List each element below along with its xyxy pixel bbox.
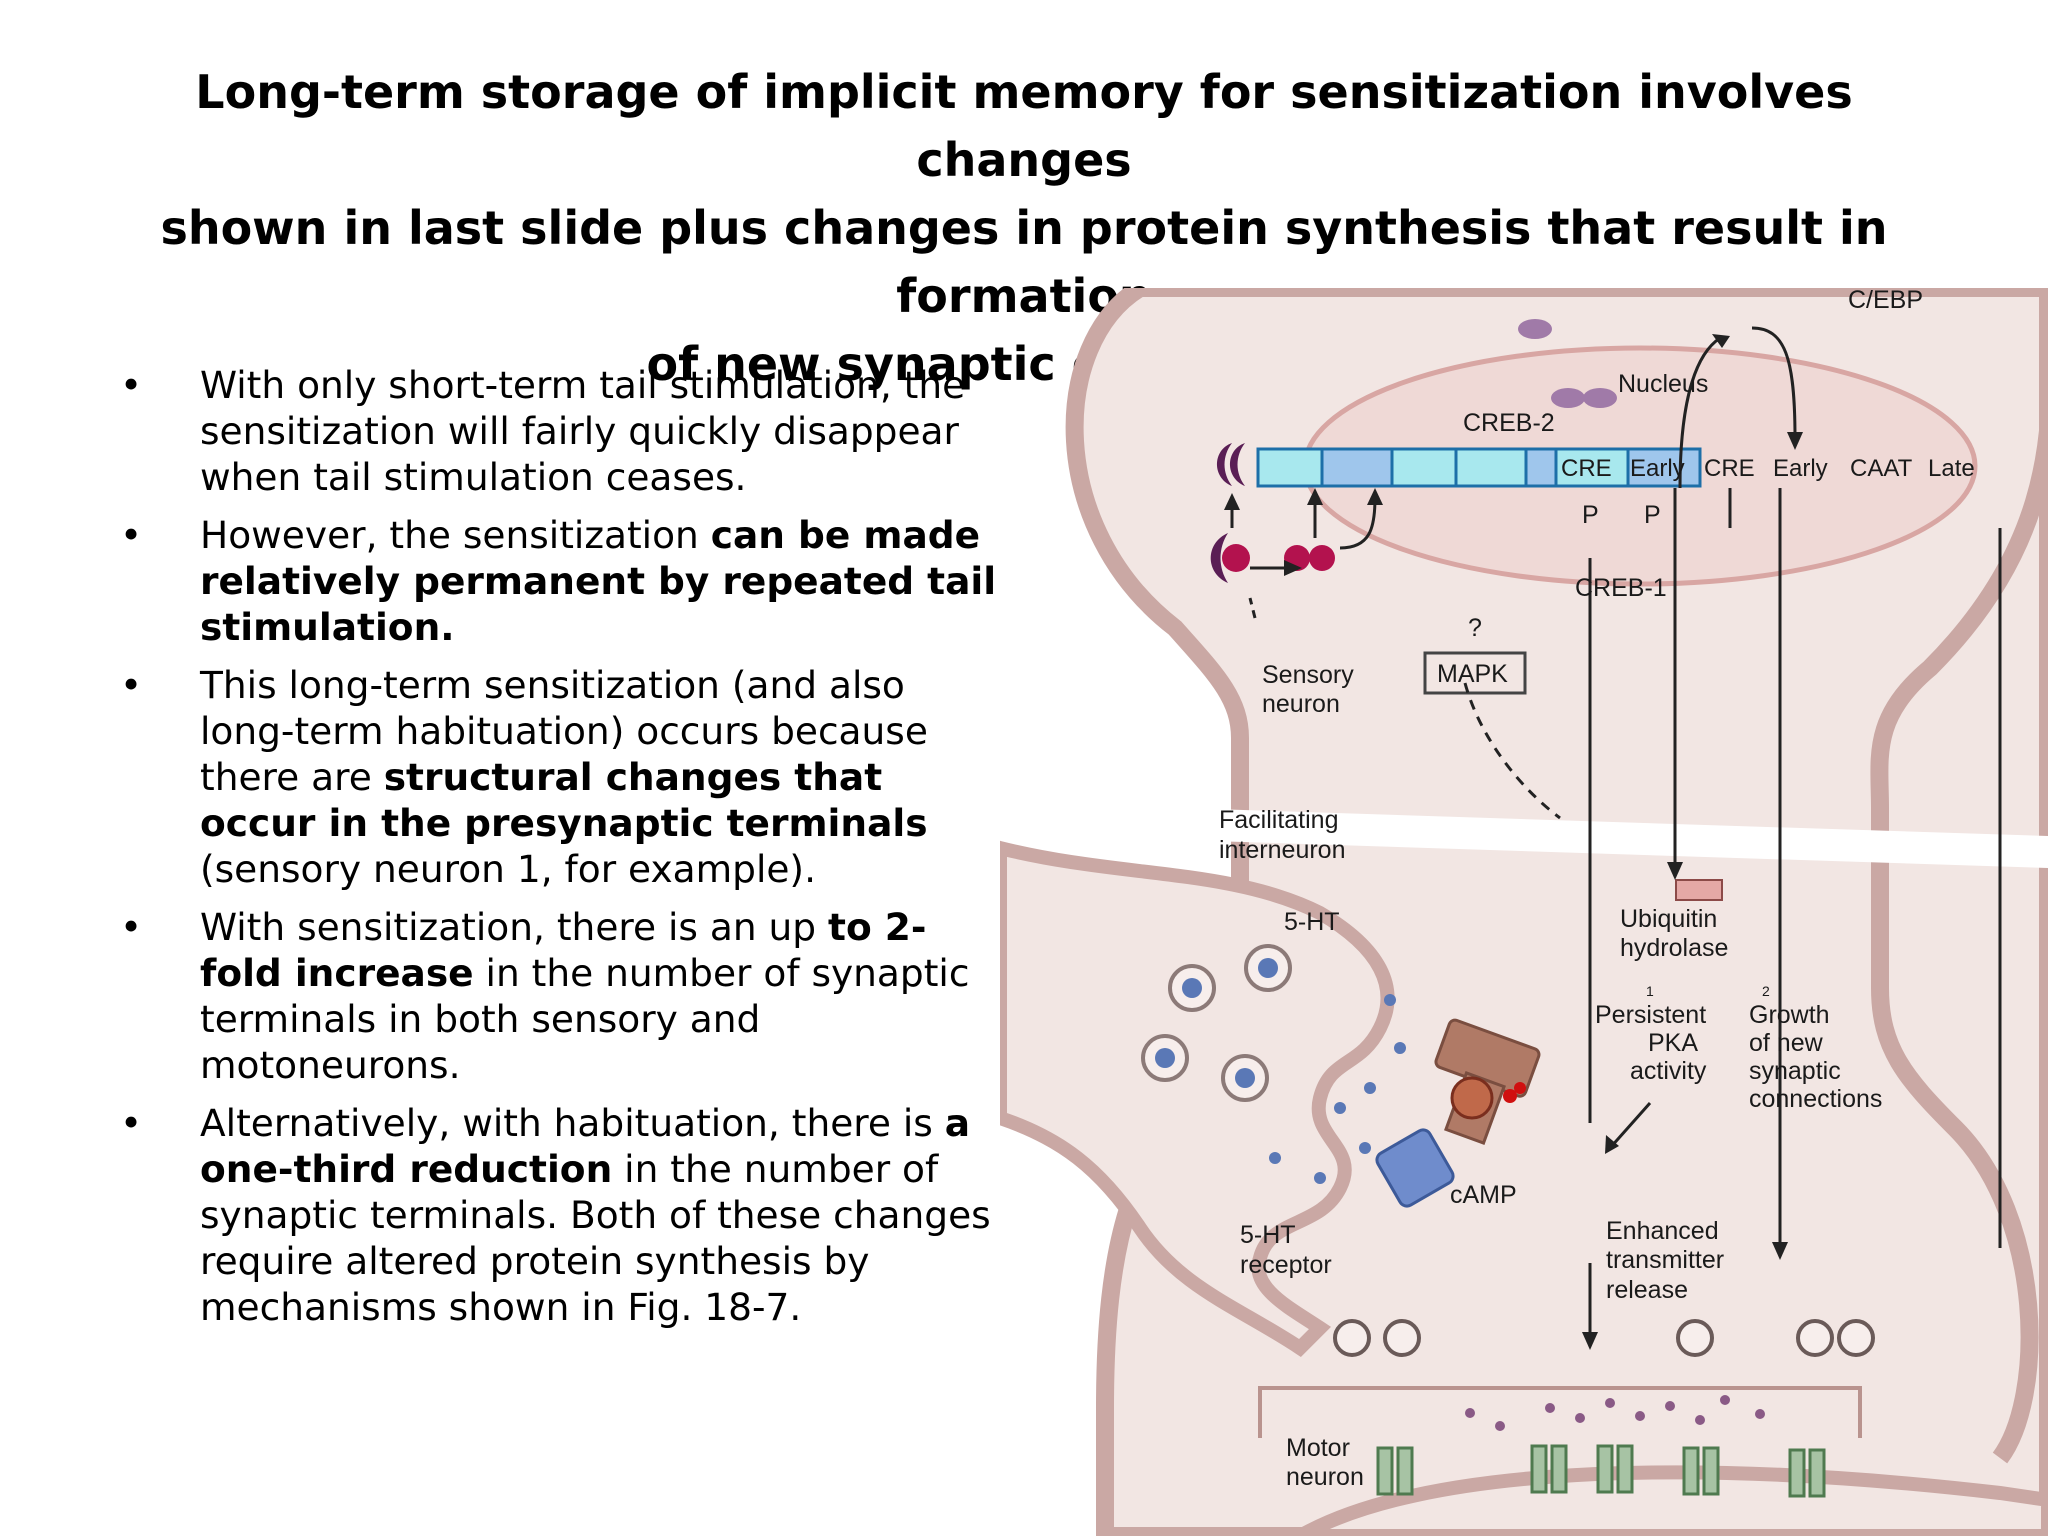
- bullet-item: This long-term sensitization (and also l…: [120, 662, 1000, 892]
- bullet-list: With only short-term tail stimulation, t…: [120, 362, 1000, 1342]
- title-line-2: shown in last slide plus changes in prot…: [160, 201, 1888, 323]
- label-p-1: P: [1582, 501, 1599, 529]
- label-ubiquitin-1: Ubiquitin: [1620, 905, 1717, 933]
- label-mapk: MAPK: [1437, 660, 1508, 688]
- pathway-arrows: [1230, 326, 2002, 1338]
- label-growth-2: of new: [1749, 1029, 1824, 1057]
- label-camp: cAMP: [1450, 1181, 1517, 1209]
- label-num-1: 1: [1646, 983, 1654, 999]
- sensory-neuron-right-edge: [1870, 328, 2048, 1464]
- bullet-bold-text: to 2-fold increase: [200, 905, 927, 995]
- label-enhanced-3: release: [1606, 1276, 1688, 1304]
- sensitization-diagram: C/EBP Nucleus CREB-2 CRE Early CRE Early…: [1000, 288, 2048, 1536]
- label-c-ebp: C/EBP: [1848, 288, 1923, 314]
- label-num-2: 2: [1762, 983, 1770, 999]
- creb2-bound: [1210, 533, 1228, 583]
- label-cre-2: CRE: [1704, 455, 1755, 482]
- label-pka-3: activity: [1630, 1057, 1707, 1085]
- label-receptor-1: 5-HT: [1240, 1221, 1296, 1249]
- label-motor-1: Motor: [1286, 1434, 1350, 1462]
- released-transmitter: [1465, 1395, 1765, 1431]
- label-ubiquitin-2: hydrolase: [1620, 934, 1728, 962]
- bullet-item: With sensitization, there is an up to 2-…: [120, 904, 1000, 1088]
- label-motor-2: neuron: [1286, 1463, 1364, 1491]
- bullet-text: (sensory neuron 1, for example).: [200, 847, 816, 891]
- bullet-item: However, the sensitization can be made r…: [120, 512, 1000, 650]
- label-creb2: CREB-2: [1463, 409, 1555, 437]
- c-ebp-dimer-right: [1583, 388, 1617, 408]
- label-facilitating-1: Facilitating: [1219, 806, 1339, 834]
- label-cre-1: CRE: [1561, 455, 1612, 482]
- label-sensory-2: neuron: [1262, 690, 1340, 718]
- label-enhanced-1: Enhanced: [1606, 1217, 1719, 1245]
- label-early-1: Early: [1630, 455, 1685, 482]
- bullet-text: Alternatively, with habituation, there i…: [200, 1101, 945, 1145]
- bullet-bold-text: a one-third reduction: [200, 1101, 971, 1191]
- creb1-right: [1309, 545, 1335, 571]
- label-caat: CAAT: [1850, 455, 1913, 482]
- bullet-item: With only short-term tail stimulation, t…: [120, 362, 1000, 500]
- creb1-bound: [1222, 544, 1250, 572]
- axon-break: [1180, 808, 2048, 868]
- bullet-text: in the number of synaptic terminals in b…: [200, 951, 970, 1087]
- label-pka-2: PKA: [1648, 1029, 1698, 1057]
- label-receptor-2: receptor: [1240, 1251, 1332, 1279]
- label-sensory-1: Sensory: [1262, 661, 1354, 689]
- label-growth-3: synaptic: [1749, 1057, 1841, 1085]
- interneuron-vesicles: [1141, 944, 1406, 1184]
- bullet-text: With sensitization, there is an up: [200, 905, 829, 949]
- mapk-box: [1423, 651, 1527, 695]
- bullet-text: With only short-term tail stimulation, t…: [200, 363, 966, 499]
- creb2-molecule-b: [1230, 443, 1245, 486]
- terminal-vesicles: [1333, 1319, 1875, 1357]
- label-growth-1: Growth: [1749, 1001, 1830, 1029]
- ht5-receptor-complex: [1375, 1018, 1541, 1208]
- bullet-text: in the number of synaptic terminals. Bot…: [200, 1147, 991, 1329]
- ubiquitin-hydrolase-block: [1675, 879, 1723, 901]
- label-nucleus: Nucleus: [1618, 370, 1708, 398]
- motor-neuron-membrane: [1285, 1465, 2048, 1536]
- label-5ht: 5-HT: [1284, 908, 1340, 936]
- bullet-text: However, the sensitization: [200, 513, 711, 557]
- c-ebp-molecule: [1518, 319, 1552, 339]
- bullet-bold-text: can be made relatively permanent by repe…: [200, 513, 997, 649]
- label-creb1: CREB-1: [1575, 574, 1667, 602]
- bullet-item: Alternatively, with habituation, there i…: [120, 1100, 1000, 1330]
- label-late: Late: [1928, 455, 1975, 482]
- title-line-1: Long-term storage of implicit memory for…: [195, 65, 1853, 187]
- label-question: ?: [1468, 614, 1482, 642]
- bullet-bold-text: structural changes that occur in the pre…: [200, 755, 928, 845]
- label-early-2: Early: [1773, 455, 1828, 482]
- creb2-molecule: [1217, 443, 1232, 486]
- arrow-heads: [1224, 334, 1803, 1350]
- label-pka-1: Persistent: [1595, 1001, 1706, 1029]
- dna-promoter-boxes: [1256, 447, 1702, 488]
- sensory-neuron-inner-edge: [1258, 1386, 1862, 1438]
- label-growth-4: connections: [1749, 1085, 1882, 1113]
- label-p-2: P: [1644, 501, 1661, 529]
- label-enhanced-2: transmitter: [1606, 1246, 1724, 1274]
- motor-neuron-receptors: [1376, 1444, 1826, 1498]
- bullet-text: This long-term sensitization (and also l…: [200, 663, 928, 799]
- c-ebp-dimer-left: [1551, 388, 1585, 408]
- label-facilitating-2: interneuron: [1219, 836, 1345, 864]
